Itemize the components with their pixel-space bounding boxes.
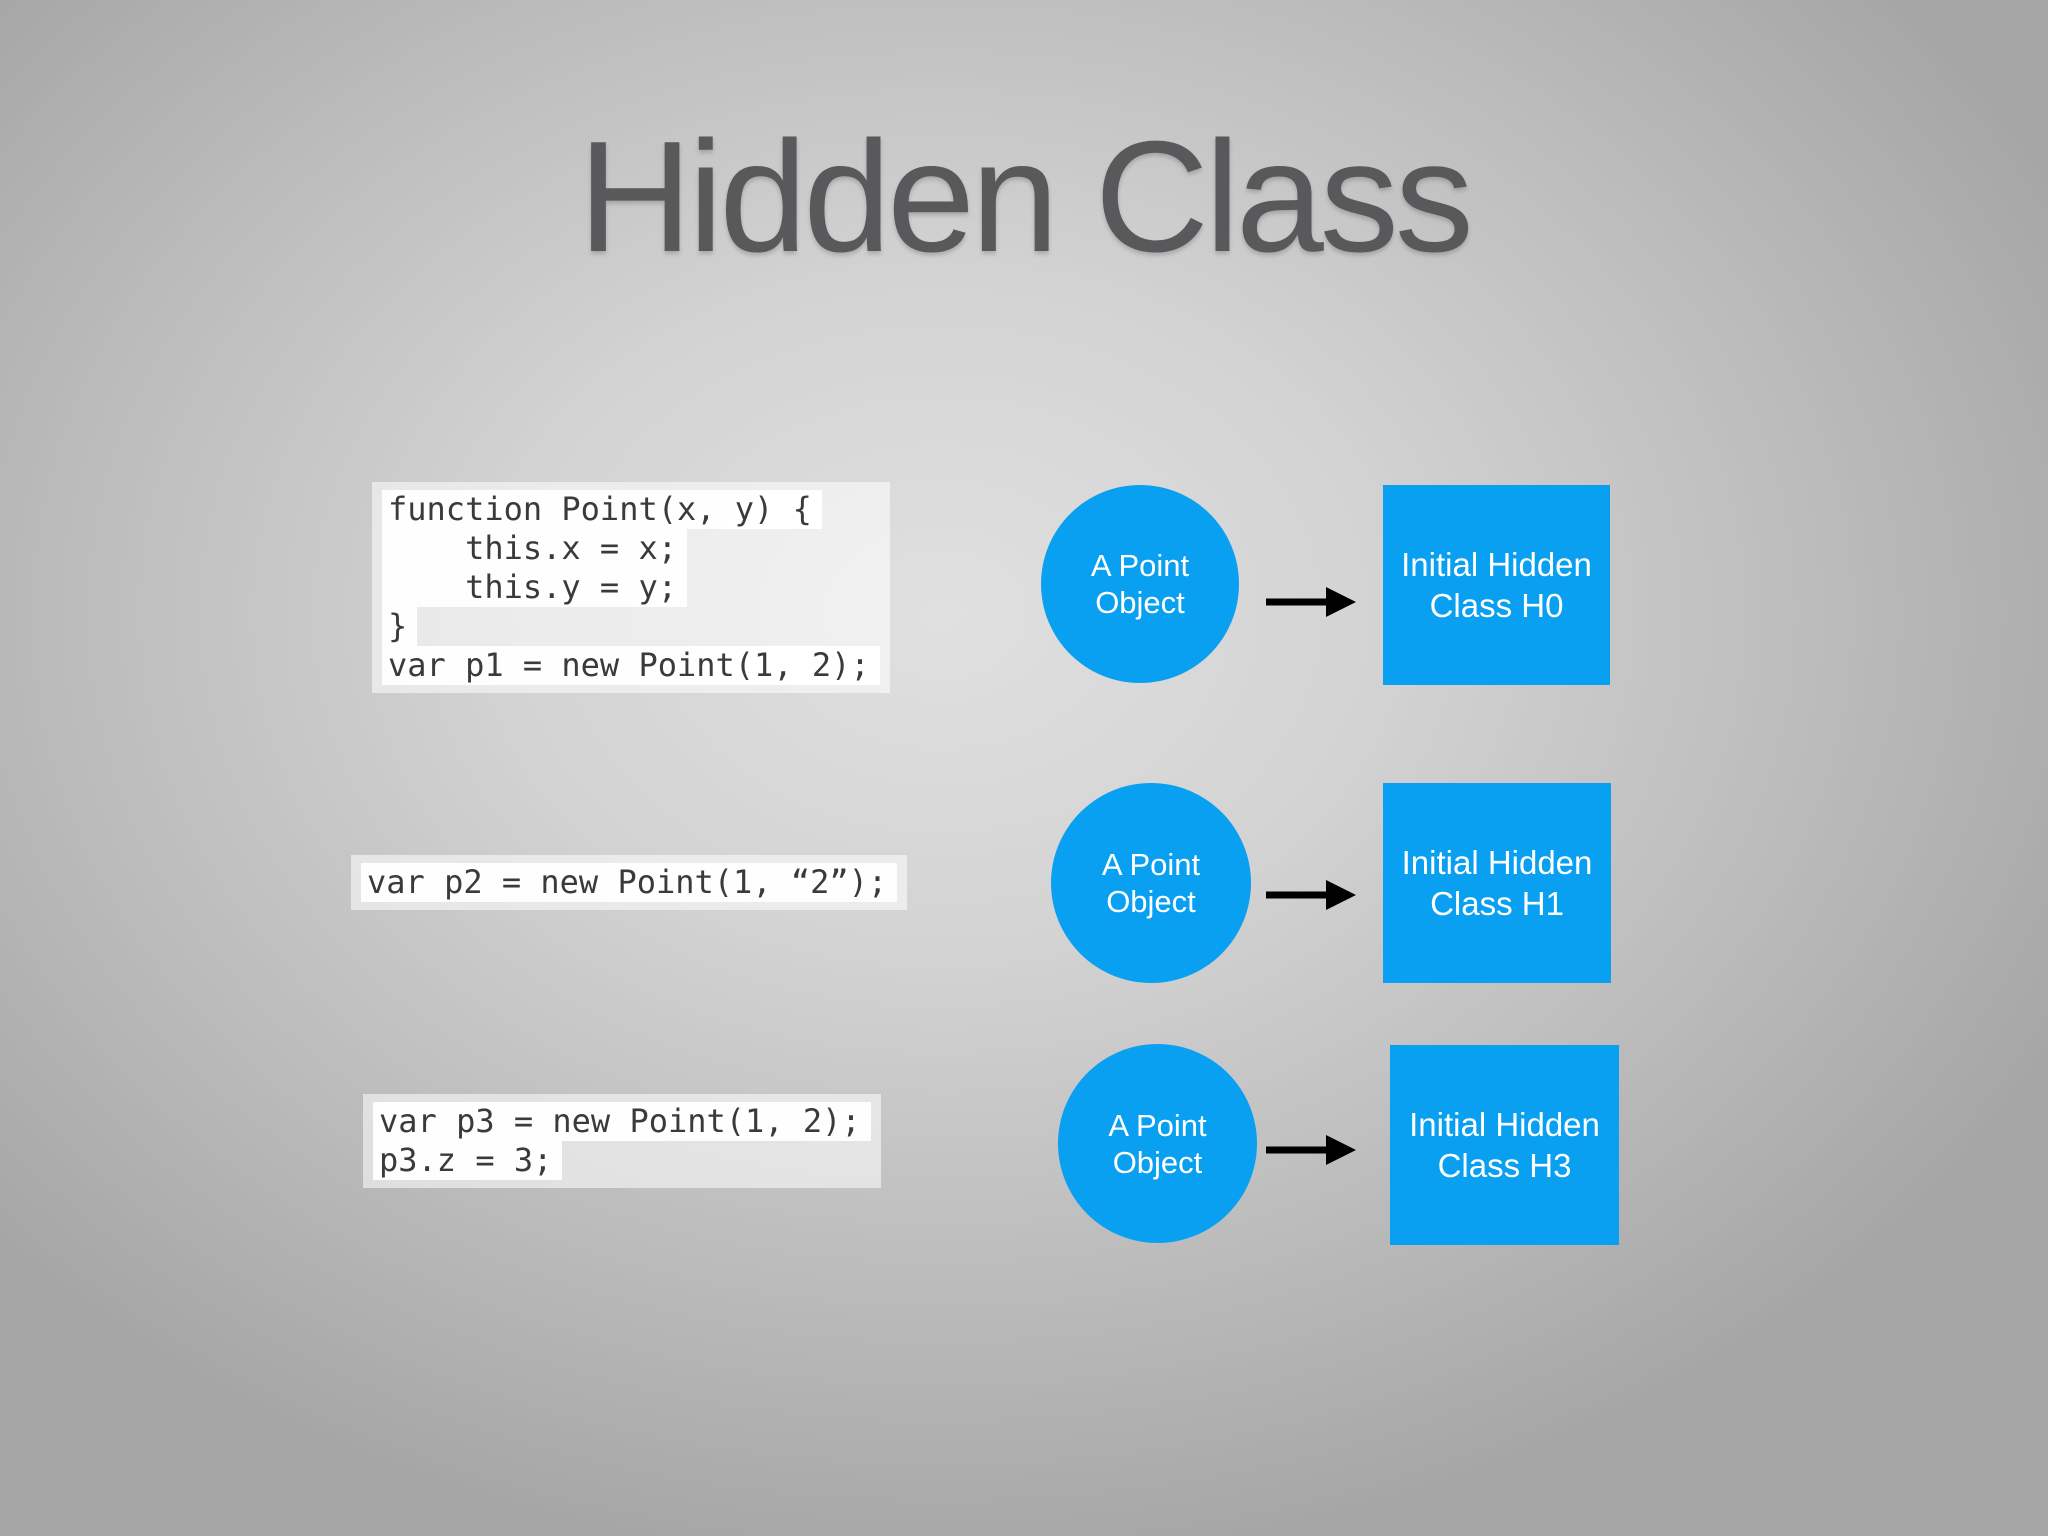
point-object-circle-3: A Point Object (1058, 1044, 1257, 1243)
code-block-p2: var p2 = new Point(1, “2”); (351, 855, 908, 910)
code-line-text: this.y = y; (382, 568, 687, 607)
hidden-class-box-h3: Initial Hidden Class H3 (1390, 1045, 1619, 1245)
code-block-point-constructor: function Point(x, y) { this.x = x; this.… (372, 482, 890, 693)
code-line: p3.z = 3; (373, 1141, 871, 1180)
circle-label-line: Object (1112, 1144, 1203, 1180)
slide-title: Hidden Class (578, 109, 1474, 285)
code-line-text: var p3 = new Point(1, 2); (373, 1102, 871, 1141)
hidden-class-box-h1: Initial Hidden Class H1 (1383, 783, 1611, 983)
circle-label-line: A Point (1090, 548, 1190, 583)
code-line-text: p3.z = 3; (373, 1141, 563, 1180)
class-label-line: Class H1 (1430, 885, 1564, 922)
arrow-icon (1266, 587, 1356, 617)
point-object-circle-2: A Point Object (1051, 783, 1251, 983)
circle-label-line: A Point (1108, 1107, 1207, 1143)
code-line-text: var p1 = new Point(1, 2); (382, 646, 880, 685)
code-line: var p3 = new Point(1, 2); (373, 1102, 871, 1141)
class-label-line: Class H0 (1429, 587, 1564, 624)
code-line-text: } (382, 607, 418, 646)
code-line: } (382, 607, 880, 646)
point-object-circle-1: A Point Object (1041, 485, 1239, 683)
arrow-icon (1266, 880, 1356, 910)
circle-label-line: Object (1095, 585, 1185, 620)
class-label-line: Class H3 (1437, 1147, 1572, 1184)
circle-label-line: A Point (1101, 847, 1201, 882)
code-line: var p1 = new Point(1, 2); (382, 646, 880, 685)
code-line-text: this.x = x; (382, 529, 687, 568)
arrow-icon (1266, 1135, 1356, 1165)
circle-label-line: Object (1106, 884, 1196, 919)
class-label-line: Initial Hidden (1409, 1106, 1600, 1143)
hidden-class-box-h0: Initial Hidden Class H0 (1383, 485, 1610, 685)
code-line: this.x = x; (382, 529, 880, 568)
code-block-p3: var p3 = new Point(1, 2); p3.z = 3; (363, 1094, 881, 1188)
class-label-line: Initial Hidden (1401, 844, 1593, 881)
code-line: this.y = y; (382, 568, 880, 607)
code-line-text: function Point(x, y) { (382, 490, 822, 529)
code-line-text: var p2 = new Point(1, “2”); (361, 863, 898, 902)
class-label-line: Initial Hidden (1401, 546, 1592, 583)
code-line: function Point(x, y) { (382, 490, 880, 529)
code-line: var p2 = new Point(1, “2”); (361, 863, 898, 902)
